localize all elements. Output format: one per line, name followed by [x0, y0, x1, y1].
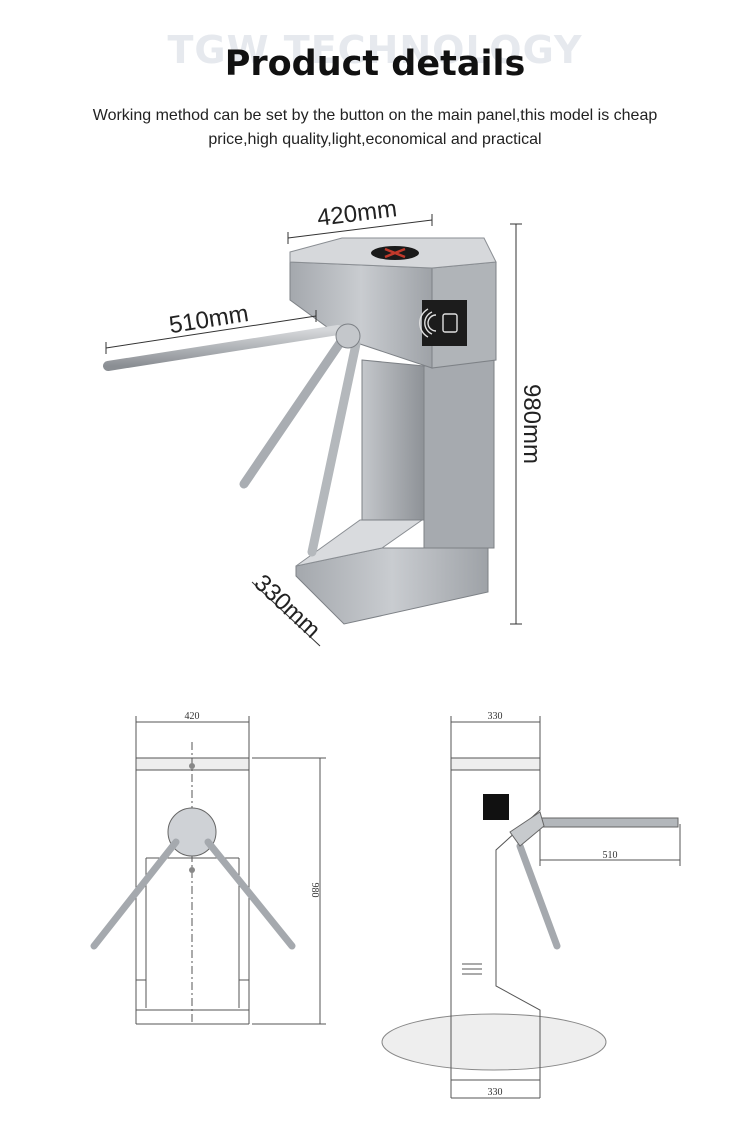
side-vent — [462, 963, 482, 975]
side-card-reader — [483, 794, 509, 820]
product-description: Working method can be set by the button … — [60, 104, 690, 152]
column-side — [423, 357, 495, 549]
page-title: Product details — [224, 44, 526, 84]
side-arm-label: 510 — [603, 850, 618, 861]
side-arm-lower — [516, 842, 561, 950]
card-reader — [422, 300, 467, 346]
photo-arm-label: 510mm — [167, 300, 250, 339]
description-line-1: Working method can be set by the button … — [92, 107, 658, 124]
front-screw — [189, 763, 195, 769]
side-base-width-label: 330 — [488, 1087, 503, 1098]
arm-hub — [335, 323, 361, 349]
front-width-label: 420 — [185, 711, 200, 722]
turnstile-arm-horizontal — [103, 325, 343, 371]
front-screw-lower — [189, 867, 195, 873]
status-x-icon — [384, 247, 406, 259]
front-arm-right — [204, 838, 296, 950]
turnstile-photo — [103, 237, 497, 625]
card-icon — [442, 313, 458, 333]
front-height-label: 980 — [309, 883, 320, 898]
side-arm-horizontal — [539, 817, 679, 828]
photo-width-label: 420mm — [316, 195, 399, 232]
front-arm-hub — [167, 807, 217, 857]
side-hub — [509, 811, 545, 847]
side-view-drawing — [450, 716, 681, 1099]
front-arm-left — [90, 838, 180, 950]
side-top-width-label: 330 — [488, 711, 503, 722]
brand-watermark: TGW TECHNOLOGY — [167, 28, 583, 72]
ground-section — [381, 1013, 607, 1071]
photo-height-label: 980mm — [518, 384, 545, 464]
head-front — [289, 261, 433, 369]
turnstile-arm-right — [307, 339, 361, 557]
description-line-2: price,high quality,light,economical and … — [208, 131, 542, 148]
turnstile-arm-left — [239, 335, 347, 489]
rfid-icon — [419, 308, 437, 338]
photo-dimension-lines — [105, 214, 522, 647]
column-front — [361, 359, 425, 521]
